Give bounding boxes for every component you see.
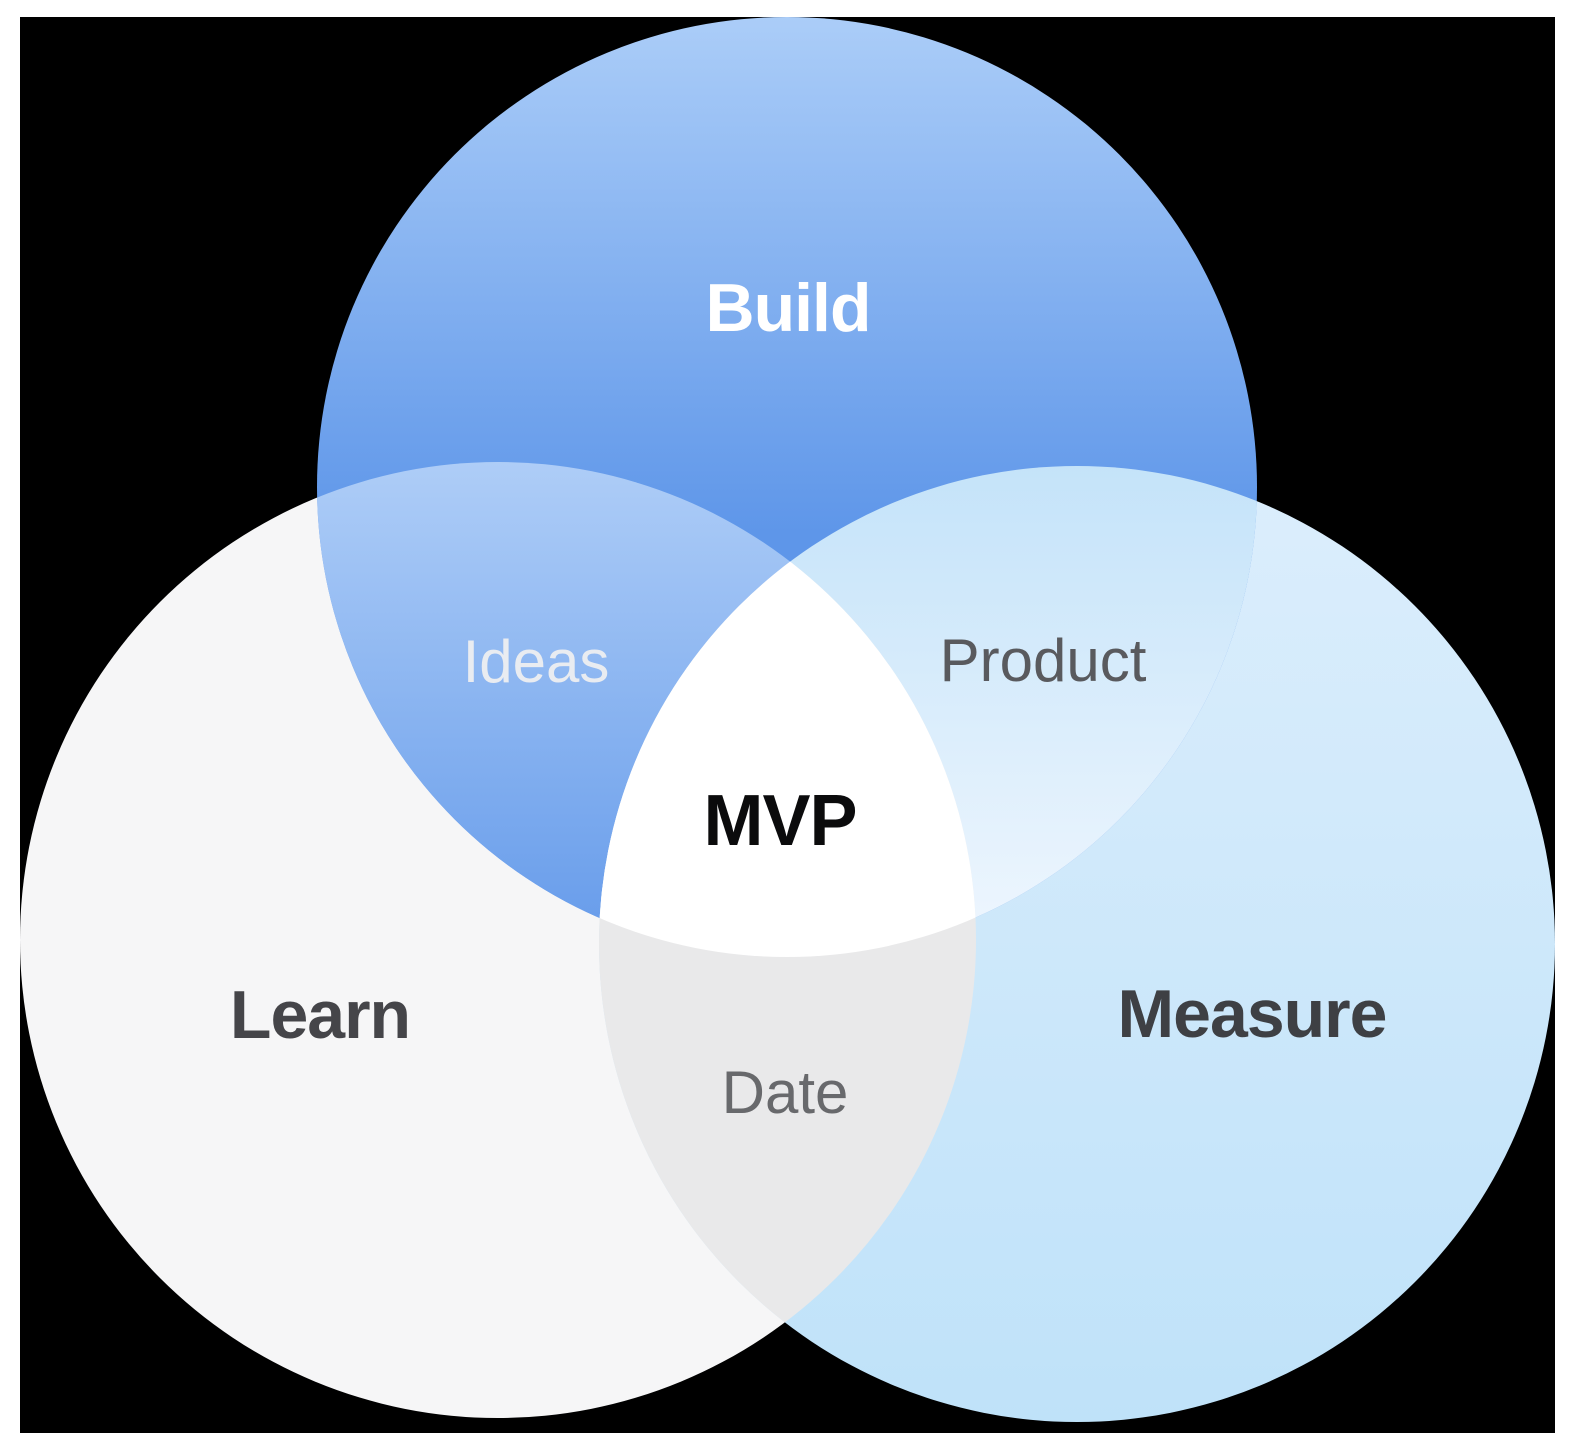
mvp-region [599, 466, 976, 957]
measure-label: Measure [1118, 976, 1387, 1052]
build-label: Build [706, 270, 871, 346]
learn-label: Learn [230, 977, 410, 1053]
mvp-label: MVP [703, 781, 856, 861]
product-label: Product [940, 627, 1147, 694]
date-label: Date [722, 1059, 849, 1126]
ideas-label: Ideas [463, 628, 610, 695]
